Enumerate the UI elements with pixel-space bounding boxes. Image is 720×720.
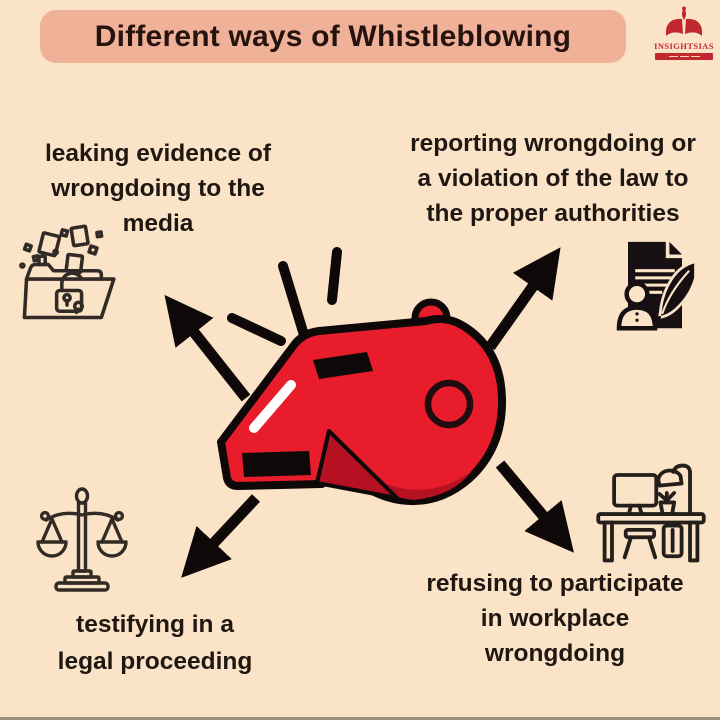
insightsias-book-bird-icon [666,6,702,36]
brand-tagline-strip [655,53,713,60]
brand-logo: INSIGHTSIAS [652,6,716,60]
workplace-desk-icon [596,463,706,563]
page-title: Different ways of Whistleblowing [94,19,572,53]
title-banner: Different ways of Whistleblowing [40,10,626,63]
sound-lines [227,247,342,346]
arrows [164,247,574,578]
red-whistle-icon [217,298,507,506]
arrow-top-right [485,247,561,351]
arrow-top-left [164,294,251,402]
caption-testifying-legal: testifying in a legal proceeding [57,611,253,675]
arrow-bottom-left [181,494,261,578]
open-folder-leak-icon [19,224,116,320]
caption-reporting-to-authorities: reporting wrongdoing or a violation of t… [410,130,696,227]
arrow-bottom-right [495,460,574,553]
report-document-quill-icon [616,241,697,331]
caption-refusing-participate: refusing to participate in workplace wro… [426,570,684,667]
caption-leaking-to-media: leaking evidence of wrongdoing to the me… [44,140,272,237]
brand-name: INSIGHTSIAS [654,41,714,51]
justice-scales-icon [36,487,128,592]
